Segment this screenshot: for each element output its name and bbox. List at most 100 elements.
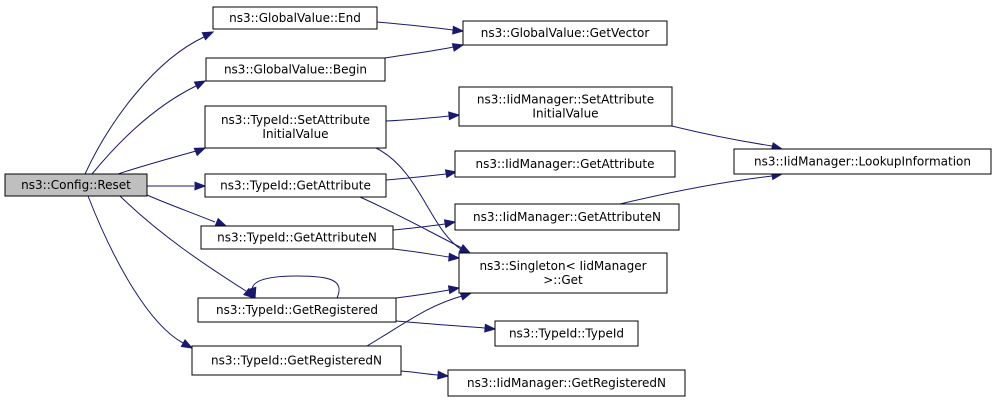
edge-reset-to-tid_getattr	[147, 181, 207, 191]
node-label: ns3::IidManager::GetAttributeN	[473, 210, 661, 224]
node-label: ns3::IidManager::LookupInformation	[754, 155, 971, 169]
arrow-head	[448, 252, 461, 262]
arrow-head	[214, 217, 228, 227]
arrow-head	[459, 292, 473, 301]
node-gv-getvector[interactable]: ns3::GlobalValue::GetVector	[462, 20, 668, 46]
node-box	[454, 150, 676, 178]
node-tid-getreg[interactable]: ns3::TypeId::GetRegistered	[197, 297, 397, 323]
node-label: ns3::TypeId::GetRegisteredN	[211, 354, 382, 368]
arrow-head	[201, 31, 215, 41]
edge-tid_getregn-to-iid_getregn	[400, 370, 450, 380]
node-label: InitialValue	[262, 127, 328, 141]
edge-line	[385, 115, 450, 122]
node-label: InitialValue	[532, 107, 598, 121]
edge-tid_getattr-to-iid_getattr	[385, 169, 458, 181]
node-label: ns3::IidManager::SetAttribute	[477, 93, 654, 107]
node-label: >::Get	[543, 273, 583, 287]
arrow-head	[458, 244, 472, 254]
node-label: ns3::TypeId::GetRegistered	[216, 303, 378, 317]
edge-line	[392, 248, 450, 258]
node-label: ns3::IidManager::GetRegisteredN	[467, 376, 666, 390]
node-label: ns3::GlobalValue::End	[229, 11, 361, 25]
node-label: ns3::TypeId::TypeId	[509, 327, 624, 341]
node-box	[462, 20, 668, 46]
node-box	[212, 6, 378, 30]
edge-line	[385, 173, 447, 181]
node-box	[733, 148, 992, 175]
edge-gv_begin-to-gv_getvector	[384, 43, 465, 59]
node-box	[200, 225, 394, 250]
node-box	[458, 86, 673, 127]
edge-tid_getattrn-to-singleton_get	[392, 248, 461, 262]
edge-line	[84, 36, 205, 175]
arrow-head	[193, 147, 207, 157]
node-box	[191, 345, 402, 376]
edge-tid_getattrn-to-iid_getattrn	[392, 219, 457, 231]
node-iid-lookup[interactable]: ns3::IidManager::LookupInformation	[733, 148, 992, 175]
edge-line	[400, 370, 439, 376]
arrow-head	[484, 323, 497, 333]
node-label: ns3::TypeId::GetAttribute	[220, 179, 371, 193]
edge-line	[619, 175, 773, 205]
node-box	[494, 320, 639, 347]
node-reset[interactable]: ns3::Config::Reset	[4, 173, 148, 197]
edge-line	[359, 196, 463, 249]
node-iid-getattr[interactable]: ns3::IidManager::GetAttribute	[454, 150, 676, 178]
node-label: ns3::IidManager::GetAttribute	[476, 157, 655, 171]
edge-reset-to-tid_setattr	[117, 147, 207, 175]
arrow-head	[437, 370, 450, 380]
arrow-head	[447, 285, 461, 295]
node-box	[204, 105, 387, 149]
arrow-head	[444, 169, 458, 179]
arrow-head	[451, 43, 465, 52]
node-label: ns3::GlobalValue::GetVector	[481, 26, 650, 40]
edge-line	[91, 85, 197, 175]
edge-iid_setattr-to-iid_lookup	[671, 125, 784, 151]
arrow-head	[194, 181, 207, 191]
node-box	[447, 369, 686, 397]
edge-tid_getregn-to-singleton_get	[366, 292, 473, 347]
arrow-head	[247, 286, 257, 300]
edge-tid_getreg-to-singleton_get	[395, 285, 461, 299]
node-tid-getattrn[interactable]: ns3::TypeId::GetAttributeN	[200, 225, 394, 250]
arrow-head	[448, 111, 461, 121]
node-label: ns3::Config::Reset	[21, 178, 131, 192]
node-label: ns3::Singleton< IidManager	[479, 259, 646, 273]
edge-line	[117, 150, 197, 175]
node-box	[205, 57, 386, 82]
nodes-layer: ns3::Config::Reset ns3::GlobalValue::Endn…	[4, 6, 992, 397]
arrow-head	[452, 25, 465, 35]
edge-tid_setattr-to-iid_setattr	[385, 111, 461, 122]
node-gv-end[interactable]: ns3::GlobalValue::End	[212, 6, 378, 30]
edge-tid_getattr-to-singleton_get	[359, 196, 472, 254]
node-box	[204, 173, 387, 198]
node-tid-getregn[interactable]: ns3::TypeId::GetRegisteredN	[191, 345, 402, 376]
edge-reset-to-tid_getregn	[87, 195, 194, 349]
edge-reset-to-gv_begin	[91, 80, 207, 175]
edge-line	[119, 195, 247, 292]
arrow-head	[180, 339, 194, 349]
edge-line	[87, 195, 184, 344]
node-tid-getattr[interactable]: ns3::TypeId::GetAttribute	[204, 173, 387, 198]
edges-layer	[84, 21, 784, 380]
edge-line	[366, 295, 463, 347]
node-singleton-get[interactable]: ns3::Singleton< IidManager>::Get	[458, 252, 668, 294]
node-iid-getregn[interactable]: ns3::IidManager::GetRegisteredN	[447, 369, 686, 397]
edge-line	[251, 275, 340, 299]
edge-line	[392, 223, 446, 231]
edge-reset-to-gv_end	[84, 31, 215, 175]
edge-line	[395, 320, 486, 329]
node-label: ns3::TypeId::SetAttribute	[221, 113, 370, 127]
edge-reset-to-tid_getattrn	[146, 194, 228, 227]
arrow-head	[193, 80, 207, 90]
node-gv-begin[interactable]: ns3::GlobalValue::Begin	[205, 57, 386, 82]
arrow-head	[443, 219, 457, 229]
node-iid-getattrn[interactable]: ns3::IidManager::GetAttributeN	[454, 203, 680, 231]
node-box	[454, 203, 680, 231]
node-tid-typeid[interactable]: ns3::TypeId::TypeId	[494, 320, 639, 347]
node-box	[4, 173, 148, 197]
node-box	[458, 252, 668, 294]
node-iid-setattr[interactable]: ns3::IidManager::SetAttributeInitialValu…	[458, 86, 673, 127]
edge-line	[395, 289, 450, 299]
